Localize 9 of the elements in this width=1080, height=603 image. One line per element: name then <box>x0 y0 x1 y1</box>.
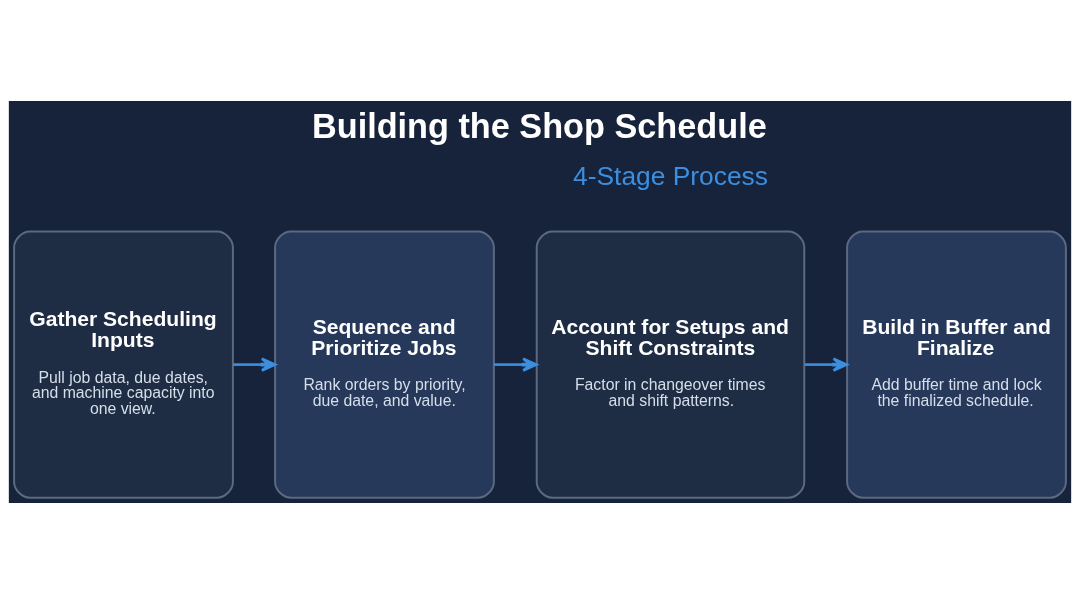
arrow <box>233 356 277 372</box>
node-box: Account for Setups and Shift Constraints Factor in changeover times and shift patterns. <box>535 230 806 499</box>
label: 4-Stage Process <box>573 160 768 191</box>
diagram-title: Building the Shop Schedule <box>311 106 767 145</box>
arrow <box>493 356 538 372</box>
node-box: Build in Buffer and Finalize Add buffer time and lock the finalized schedule. <box>846 230 1067 499</box>
arrow <box>804 356 848 372</box>
node-box: Sequence and Prioritize Jobs Rank orders by priority, due date, and value. <box>274 230 495 499</box>
node-box: Gather Scheduling Inputs Pull job data, due dates, and machine capacity into one view. <box>13 230 234 499</box>
